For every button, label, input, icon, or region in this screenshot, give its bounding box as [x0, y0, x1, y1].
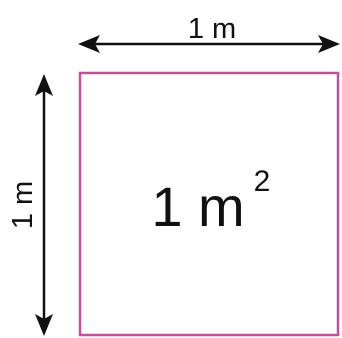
- top-dimension-arrow: [78, 35, 340, 53]
- area-label: 1 m: [151, 175, 244, 238]
- top-dimension-label: 1 m: [188, 13, 236, 45]
- side-arrow-bottom-head: [35, 314, 53, 336]
- unit-square: [78, 71, 340, 337]
- side-dimension-arrow: [35, 74, 53, 336]
- top-arrow-left-head: [78, 35, 100, 53]
- side-dimension-label: 1 m: [7, 181, 39, 229]
- area-exponent: 2: [254, 165, 271, 198]
- top-arrow-right-head: [318, 35, 340, 53]
- side-arrow-top-head: [35, 74, 53, 96]
